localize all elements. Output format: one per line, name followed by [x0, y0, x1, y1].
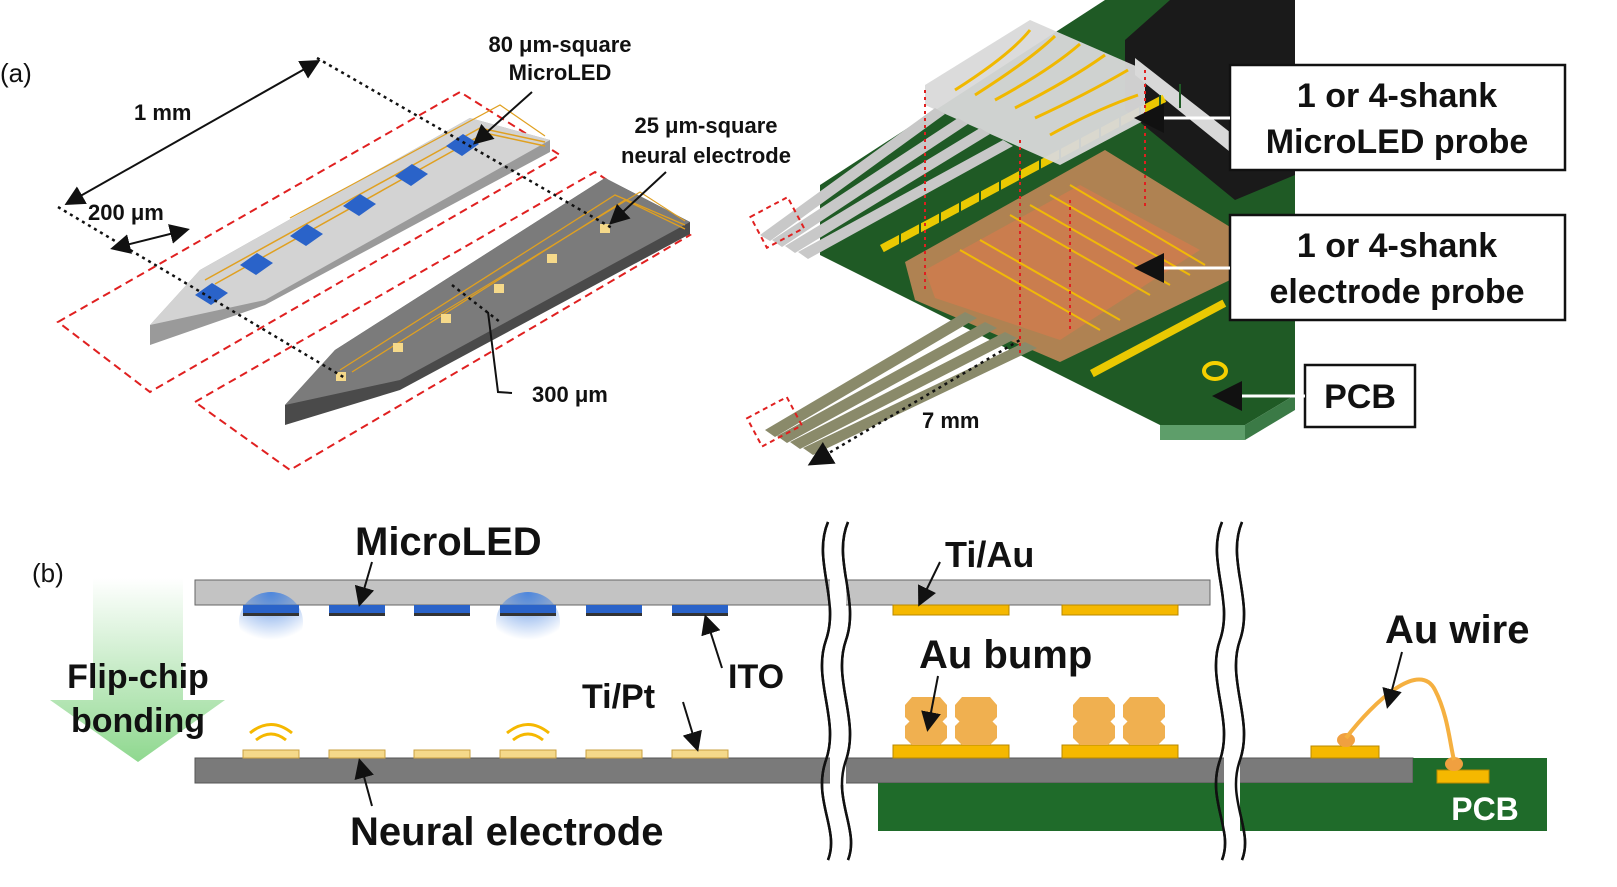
ti-pt-leader	[682, 701, 702, 752]
pcb-label: PCB	[1451, 791, 1519, 827]
panel-b-label: (b)	[32, 558, 64, 588]
electrode-leader	[609, 171, 667, 225]
panel-a-label: (a)	[0, 58, 32, 88]
label-box-electrode-probe: 1 or 4-shank electrode probe	[1228, 213, 1567, 322]
tip-box-microled	[749, 195, 806, 250]
au-wire-label: Au wire	[1385, 608, 1529, 652]
microled-size-label-line1: 80 μm-square	[488, 32, 631, 57]
au-wire	[1344, 677, 1456, 761]
electrode-substrate	[194, 757, 1414, 784]
microled-label-leader	[354, 561, 375, 607]
ti-au-pad	[892, 744, 1010, 759]
au-wire-leader	[1382, 651, 1403, 709]
electrode-size-label-line1: 25 μm-square	[634, 113, 777, 138]
label-pcb-box: PCB	[1324, 378, 1396, 416]
electrode-size-label-line2: neural electrode	[621, 143, 791, 168]
dim-7mm-arrow	[807, 338, 1021, 466]
electrode-probe-shanks	[765, 312, 1037, 455]
ti-au-label: Ti/Au	[945, 534, 1034, 575]
label-microled-probe-line2: MicroLED probe	[1266, 123, 1529, 161]
electrode-shank	[285, 178, 690, 425]
electrode-pad	[393, 343, 403, 352]
led-glow	[496, 592, 560, 652]
pcb-substrate	[878, 783, 1547, 831]
flip-chip-label-line2: bonding	[71, 702, 205, 740]
dim-300um-extension	[451, 284, 501, 323]
label-box-pcb: PCB	[1303, 363, 1417, 429]
microled-pixel	[290, 224, 323, 246]
dim-300um-label: 300 μm	[532, 382, 608, 407]
guide-rect-electrode	[193, 170, 692, 472]
label-microled-probe-line1: 1 or 4-shank	[1297, 77, 1497, 115]
au-bump-leader	[921, 675, 941, 732]
dim-1mm-arrow	[64, 60, 321, 205]
electrode-pad	[494, 284, 504, 293]
microled-probe-shanks	[760, 108, 1013, 259]
microled-size-label-line2: MicroLED	[509, 60, 612, 85]
flip-chip-arrow	[50, 578, 225, 762]
wire-pad-lower	[1436, 769, 1490, 784]
neural-electrode-label: Neural electrode	[350, 810, 663, 854]
flip-chip-label-line1: Flip-chip	[67, 658, 209, 696]
microled-pixel	[343, 194, 376, 216]
electrode-pad	[441, 314, 451, 323]
au-bump-label: Au bump	[919, 633, 1092, 677]
microled-label: MicroLED	[355, 520, 542, 564]
electrode-pad	[600, 224, 610, 233]
dim-7mm-label: 7 mm	[922, 408, 979, 433]
label-box-microled-probe: 1 or 4-shank MicroLED probe	[1228, 63, 1567, 172]
label-electrode-probe-line1: 1 or 4-shank	[1297, 227, 1497, 265]
ito-label: ITO	[728, 658, 784, 696]
electrode-pad-row	[242, 749, 729, 759]
microled-pixel	[240, 253, 273, 275]
au-bumps	[905, 697, 1165, 745]
tip-box-electrode	[745, 395, 804, 448]
ti-au-pad	[892, 604, 1010, 616]
microled-pixel	[195, 283, 228, 305]
label-electrode-probe-line2: electrode probe	[1269, 273, 1524, 311]
wire-ball	[1445, 757, 1463, 771]
ti-pt-label: Ti/Pt	[582, 678, 655, 716]
wire-ball	[1337, 733, 1355, 747]
pcb-via-ring	[1202, 361, 1228, 381]
electrode-pad	[547, 254, 557, 263]
led-glow	[239, 592, 303, 652]
dim-300um-leader	[487, 311, 513, 394]
microled-substrate	[194, 579, 1211, 606]
ti-au-leader	[918, 561, 941, 607]
dim-200um-arrow	[110, 224, 190, 254]
microled-shank	[150, 104, 550, 345]
wire-pad-upper	[1310, 745, 1380, 759]
guide-rect-microled	[56, 90, 562, 394]
neural-electrode-leader	[354, 758, 374, 807]
ti-au-pad	[1061, 744, 1179, 759]
dim-1mm-label: 1 mm	[134, 100, 191, 125]
signal-arcs	[249, 723, 550, 742]
ito-leader	[701, 614, 723, 669]
microled-pixel	[446, 134, 479, 156]
pcb-assembly	[745, 0, 1295, 455]
microled-pixel	[395, 164, 428, 186]
dim-200um-label: 200 μm	[88, 200, 164, 225]
microled-leader	[473, 91, 533, 145]
dim-1mm-extension	[316, 56, 613, 230]
microled-row	[243, 605, 728, 616]
ti-au-pad	[1061, 604, 1179, 616]
